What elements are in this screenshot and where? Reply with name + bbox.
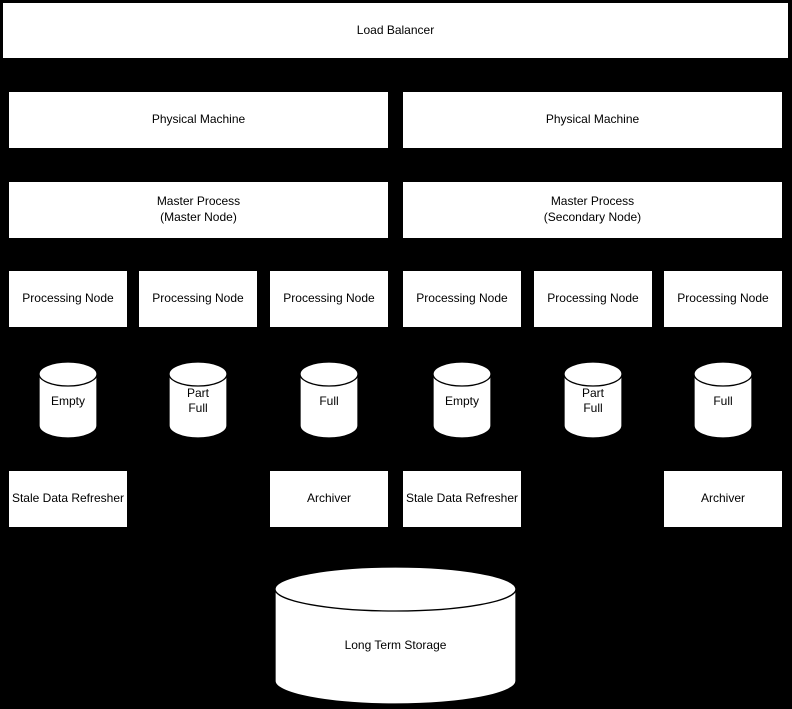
load-balancer-box: Load Balancer	[2, 2, 789, 59]
archiver-box-2: Archiver	[663, 470, 783, 528]
buffer-cylinder-6: Full	[693, 361, 753, 439]
database-cylinder-icon	[168, 361, 228, 439]
processing-node-box-2: Processing Node	[138, 270, 258, 328]
buffer-label: Part Full	[581, 386, 604, 415]
buffer-cylinder-3: Full	[299, 361, 359, 439]
buffer-label: Full	[713, 393, 733, 408]
database-cylinder-icon	[693, 361, 753, 439]
master-process-master-node-box: Master Process (Master Node)	[8, 181, 389, 239]
long-term-storage-cylinder: Long Term Storage	[274, 566, 517, 705]
master-process-secondary-node-box: Master Process (Secondary Node)	[402, 181, 783, 239]
processing-node-box-6: Processing Node	[663, 270, 783, 328]
archiver-box-1: Archiver	[269, 470, 389, 528]
processing-node-box-3: Processing Node	[269, 270, 389, 328]
processing-node-box-5: Processing Node	[533, 270, 653, 328]
physical-machine-box-2: Physical Machine	[402, 91, 783, 149]
database-cylinder-icon	[38, 361, 98, 439]
database-cylinder-icon	[432, 361, 492, 439]
long-term-storage-label: Long Term Storage	[344, 637, 447, 652]
buffer-label: Full	[319, 393, 339, 408]
database-cylinder-icon	[563, 361, 623, 439]
buffer-cylinder-5: Part Full	[563, 361, 623, 439]
database-cylinder-icon	[299, 361, 359, 439]
buffer-label: Part Full	[186, 386, 209, 415]
physical-machine-box-1: Physical Machine	[8, 91, 389, 149]
buffer-label: Empty	[50, 393, 85, 408]
buffer-cylinder-1: Empty	[38, 361, 98, 439]
database-cylinder-icon	[274, 566, 517, 705]
buffer-cylinder-4: Empty	[432, 361, 492, 439]
stale-data-refresher-box-2: Stale Data Refresher	[402, 470, 522, 528]
stale-data-refresher-box-1: Stale Data Refresher	[8, 470, 128, 528]
buffer-label: Empty	[444, 393, 479, 408]
processing-node-box-4: Processing Node	[402, 270, 522, 328]
buffer-cylinder-2: Part Full	[168, 361, 228, 439]
processing-node-box-1: Processing Node	[8, 270, 128, 328]
